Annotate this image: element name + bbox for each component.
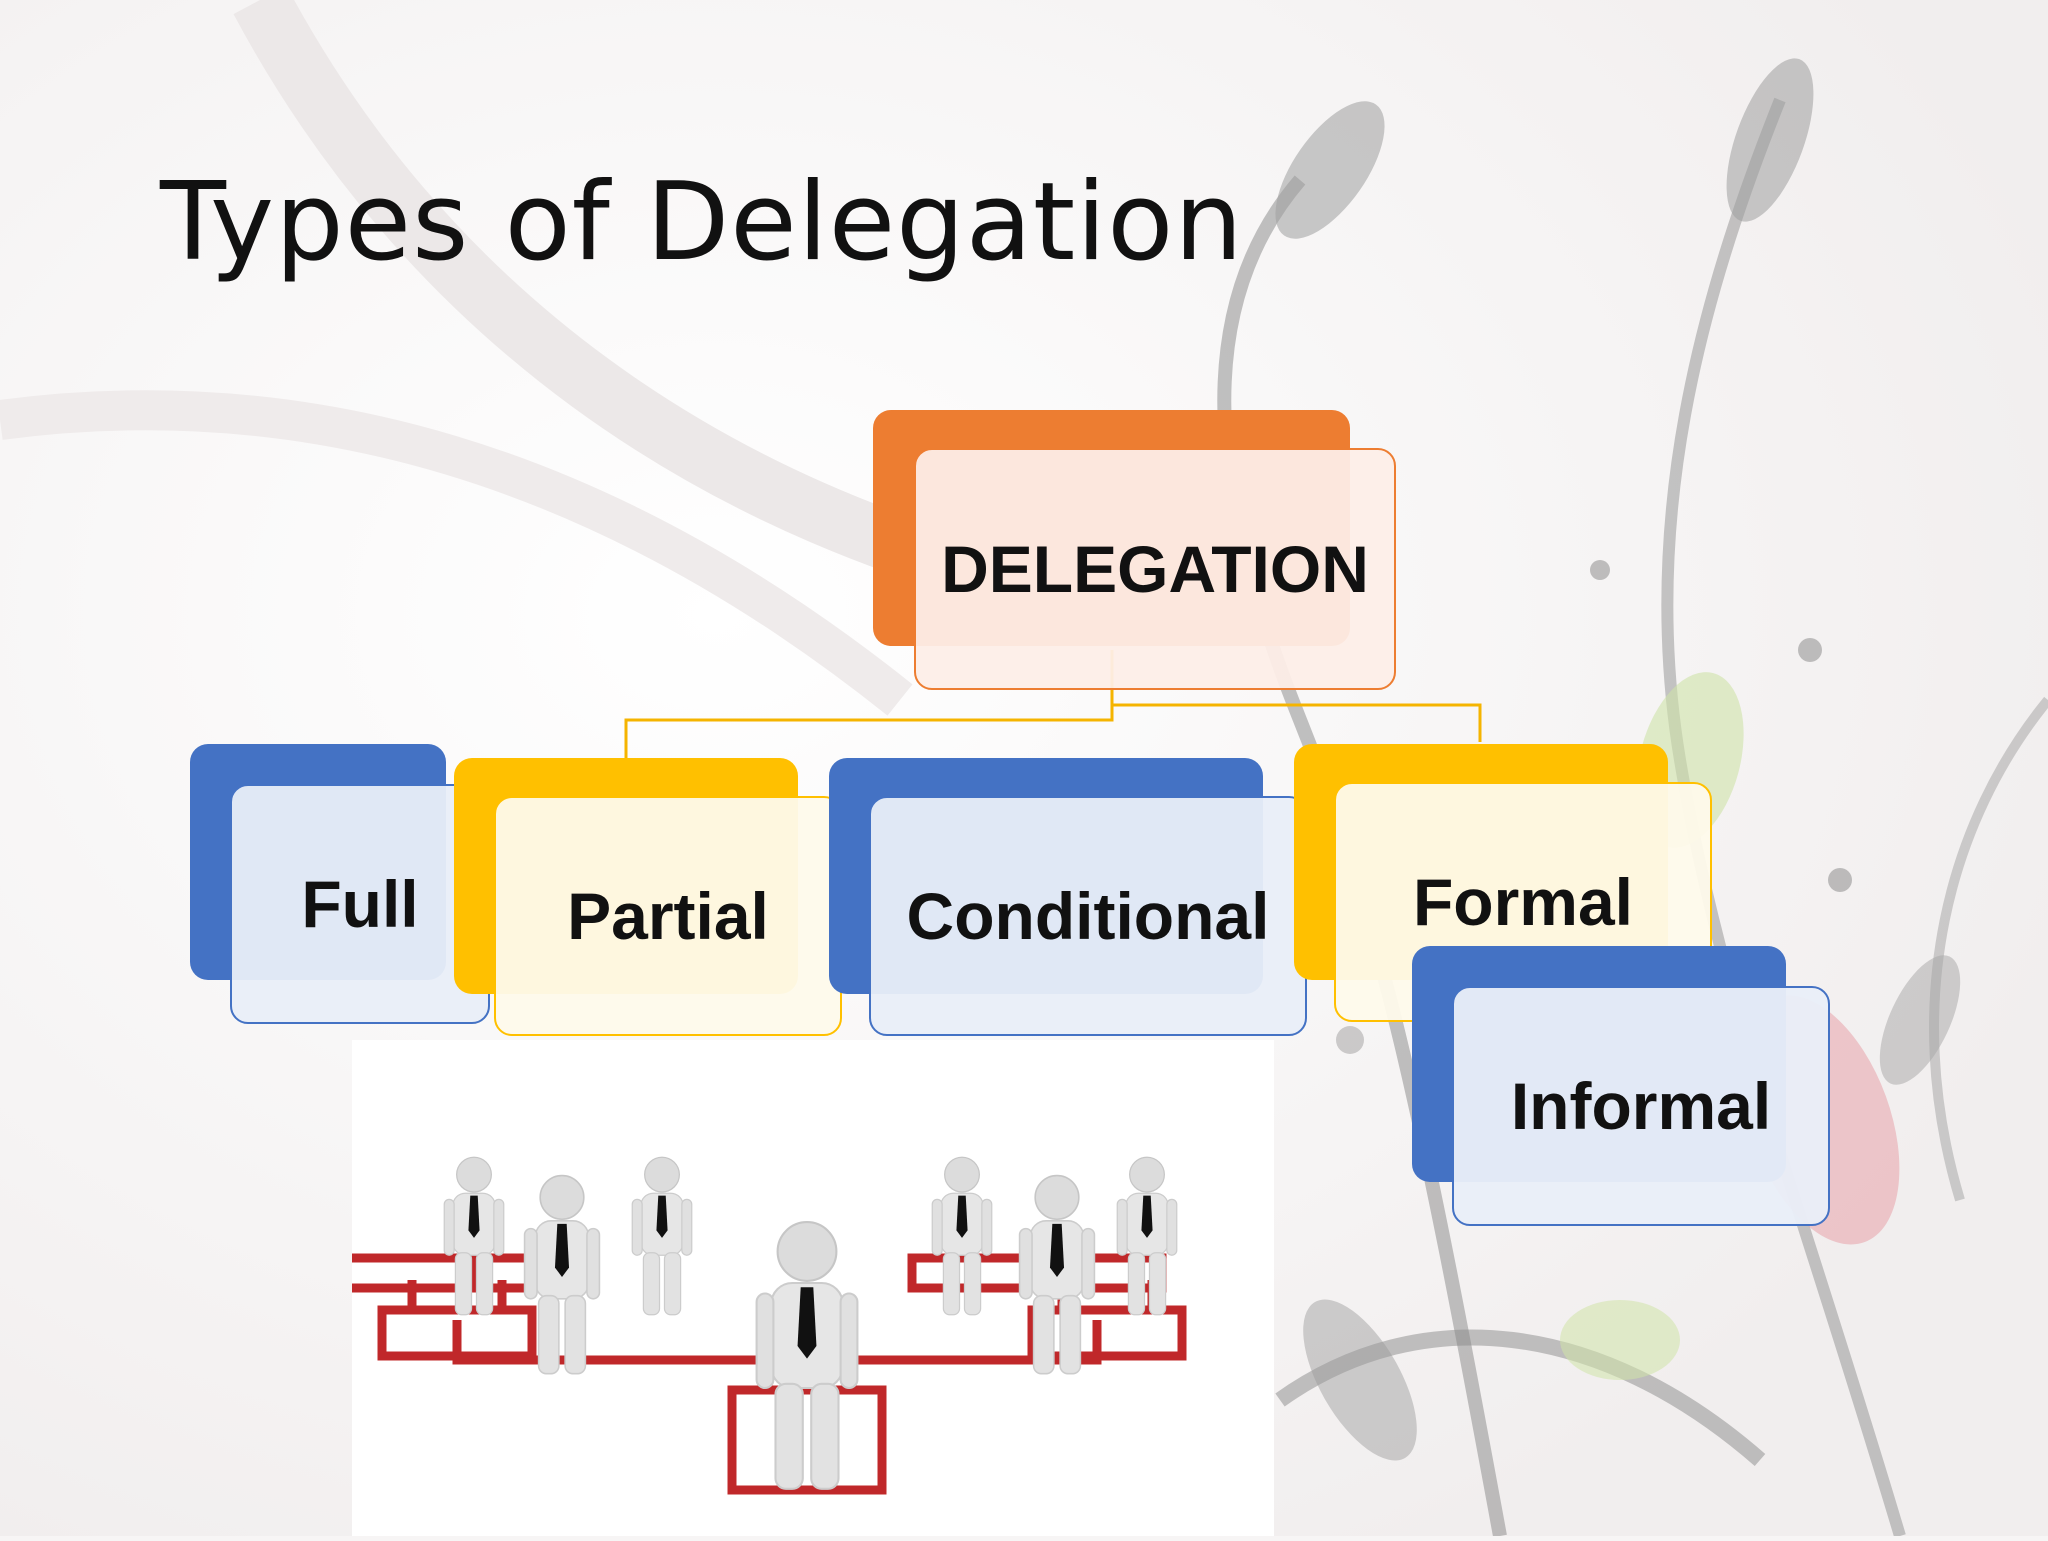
conditional-label: Conditional [869,796,1307,1036]
org-chart-people-icon [337,1156,1187,1495]
org-chart-people-illustration [337,1040,1274,1536]
delegation-root-label: DELEGATION [914,448,1396,690]
slide-title: Types of Delegation [160,160,1244,285]
full-label: Full [230,784,490,1024]
partial-label: Partial [494,796,842,1036]
informal-label: Informal [1452,986,1830,1226]
